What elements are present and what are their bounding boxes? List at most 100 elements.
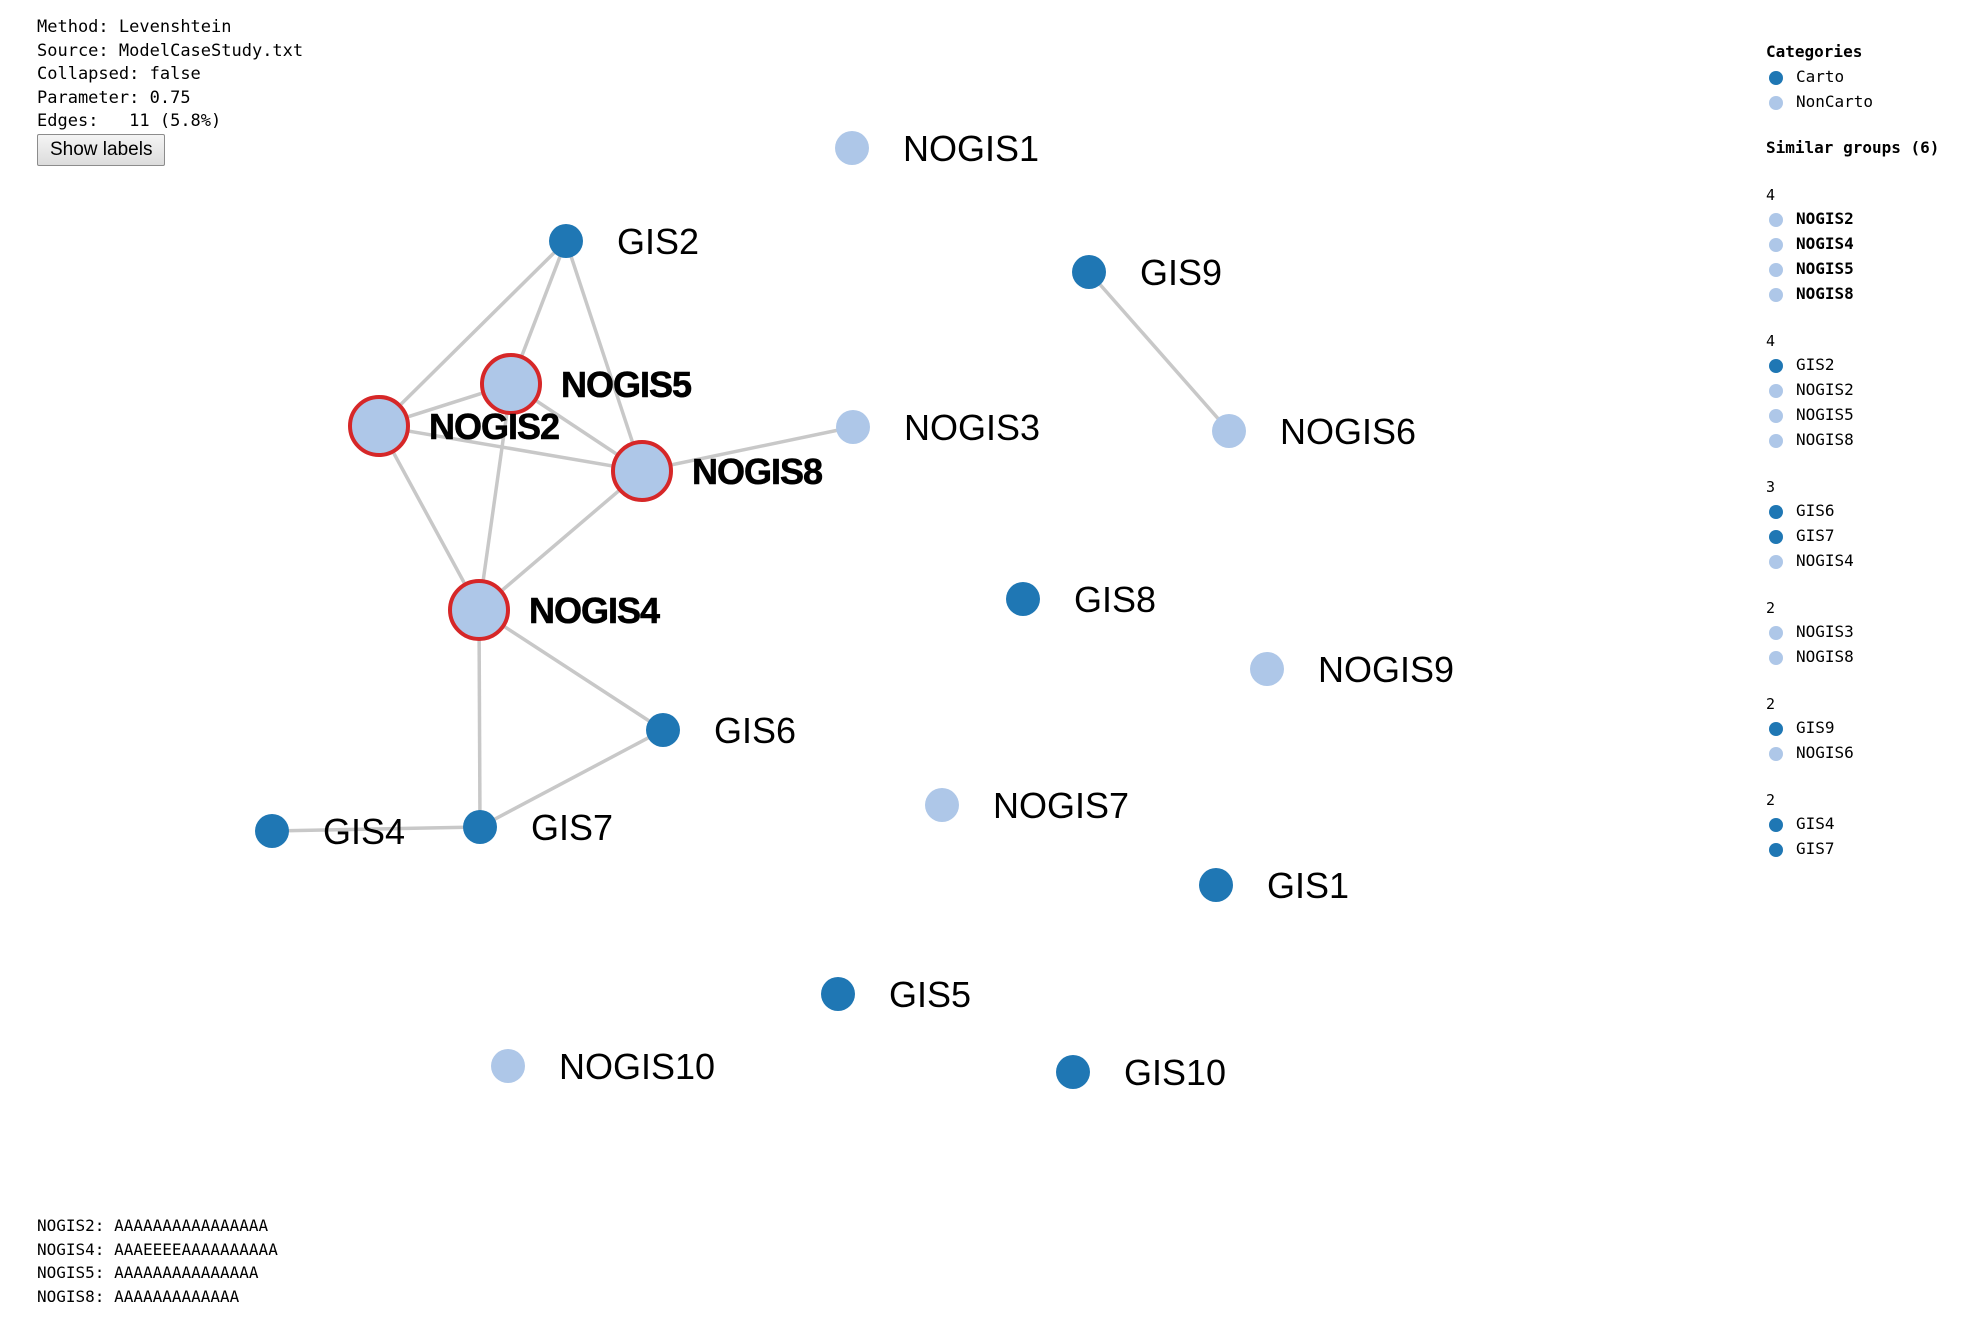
legend-item-label: NOGIS8 bbox=[1796, 647, 1854, 666]
info-key: Collapsed bbox=[37, 64, 130, 84]
legend-dot-icon bbox=[1769, 555, 1783, 569]
legend-item-gis6[interactable]: GIS6 bbox=[1766, 498, 1939, 523]
node-nogis8[interactable]: NOGIS8 bbox=[611, 440, 823, 502]
legend-item-label: NOGIS5 bbox=[1796, 405, 1854, 424]
node-circle[interactable] bbox=[1072, 255, 1106, 289]
node-circle[interactable] bbox=[255, 814, 289, 848]
node-nogis2[interactable]: NOGIS2 bbox=[348, 395, 560, 457]
node-nogis6[interactable]: NOGIS6 bbox=[1212, 411, 1416, 452]
legend-item-label: NOGIS4 bbox=[1796, 551, 1854, 570]
legend-item-gis4[interactable]: GIS4 bbox=[1766, 811, 1939, 836]
node-circle[interactable] bbox=[835, 131, 869, 165]
node-gis7[interactable]: GIS7 bbox=[463, 807, 613, 848]
node-gis1[interactable]: GIS1 bbox=[1199, 865, 1349, 906]
legend-item-label: GIS9 bbox=[1796, 718, 1835, 737]
node-circle[interactable] bbox=[549, 224, 583, 258]
node-label: NOGIS2 bbox=[429, 406, 559, 447]
edge-gis2-nogis2 bbox=[377, 239, 568, 428]
legend-dot-icon bbox=[1769, 96, 1783, 110]
legend-item-nogis3[interactable]: NOGIS3 bbox=[1766, 619, 1939, 644]
legend-item-nogis4[interactable]: NOGIS4 bbox=[1766, 231, 1939, 256]
legend-item-nogis4[interactable]: NOGIS4 bbox=[1766, 548, 1939, 573]
node-label: NOGIS1 bbox=[903, 128, 1039, 169]
sequence-value: AAAAAAAAAAAAA bbox=[114, 1286, 240, 1306]
node-circle[interactable] bbox=[1006, 582, 1040, 616]
group-size: 2 bbox=[1766, 695, 1776, 713]
node-nogis4[interactable]: NOGIS4 bbox=[448, 579, 661, 641]
info-row-parameter: Parameter: 0.75 bbox=[37, 87, 191, 108]
node-gis9[interactable]: GIS9 bbox=[1072, 252, 1222, 293]
node-circle[interactable] bbox=[1199, 868, 1233, 902]
edge-nogis8-nogis3 bbox=[641, 425, 854, 473]
node-circle[interactable] bbox=[821, 977, 855, 1011]
node-label: GIS4 bbox=[323, 811, 405, 852]
legend-item-nogis8[interactable]: NOGIS8 bbox=[1766, 644, 1939, 669]
show-labels-button[interactable]: Show labels bbox=[37, 134, 166, 166]
legend-item-nogis2[interactable]: NOGIS2 bbox=[1766, 377, 1939, 402]
node-circle[interactable] bbox=[1212, 414, 1246, 448]
node-gis4[interactable]: GIS4 bbox=[255, 811, 405, 852]
legend-item-gis9[interactable]: GIS9 bbox=[1766, 715, 1939, 740]
legend-item-carto[interactable]: Carto bbox=[1766, 64, 1939, 89]
edge-nogis4-gis6 bbox=[478, 608, 664, 732]
legend-item-label: GIS6 bbox=[1796, 501, 1835, 520]
legend-item-nogis2[interactable]: NOGIS2 bbox=[1766, 206, 1939, 231]
node-gis2[interactable]: GIS2 bbox=[549, 221, 699, 262]
node-nogis10[interactable]: NOGIS10 bbox=[491, 1046, 715, 1087]
node-circle[interactable] bbox=[1250, 652, 1284, 686]
sequence-value: AAAEEEEAAAAAAAAAA bbox=[114, 1239, 278, 1259]
node-circle[interactable] bbox=[925, 788, 959, 822]
legend-dot-icon bbox=[1769, 747, 1783, 761]
node-nogis5[interactable]: NOGIS5 bbox=[480, 353, 693, 415]
legend-item-nogis6[interactable]: NOGIS6 bbox=[1766, 740, 1939, 765]
node-circle[interactable] bbox=[646, 713, 680, 747]
legend-item-noncarto[interactable]: NonCarto bbox=[1766, 89, 1939, 114]
node-circle[interactable] bbox=[480, 353, 542, 415]
node-circle[interactable] bbox=[463, 810, 497, 844]
legend-item-nogis5[interactable]: NOGIS5 bbox=[1766, 256, 1939, 281]
node-circle[interactable] bbox=[348, 395, 410, 457]
legend-item-nogis8[interactable]: NOGIS8 bbox=[1766, 427, 1939, 452]
legend-item-label: NOGIS8 bbox=[1796, 284, 1854, 303]
node-label: NOGIS6 bbox=[1280, 411, 1416, 452]
legend-dot-icon bbox=[1769, 409, 1783, 423]
legend-dot-icon bbox=[1769, 843, 1783, 857]
node-circle[interactable] bbox=[1056, 1055, 1090, 1089]
node-gis8[interactable]: GIS8 bbox=[1006, 579, 1156, 620]
node-circle[interactable] bbox=[611, 440, 673, 502]
legend-item-label: GIS2 bbox=[1796, 355, 1835, 374]
node-gis6[interactable]: GIS6 bbox=[646, 710, 796, 751]
node-circle[interactable] bbox=[448, 579, 510, 641]
legend-item-nogis8[interactable]: NOGIS8 bbox=[1766, 281, 1939, 306]
legend-dot-icon bbox=[1769, 213, 1783, 227]
legend-item-gis2[interactable]: GIS2 bbox=[1766, 352, 1939, 377]
node-circle[interactable] bbox=[836, 410, 870, 444]
edge-gis6-gis7 bbox=[479, 728, 664, 829]
legend-item-label: GIS7 bbox=[1796, 839, 1835, 858]
legend-item-gis7[interactable]: GIS7 bbox=[1766, 523, 1939, 548]
node-label: NOGIS7 bbox=[993, 785, 1129, 826]
node-gis5[interactable]: GIS5 bbox=[821, 974, 971, 1015]
legend-dot-icon bbox=[1769, 626, 1783, 640]
similar-groups-heading: Similar groups (6) bbox=[1766, 138, 1940, 157]
sequence-row: NOGIS5: AAAAAAAAAAAAAAA bbox=[37, 1263, 259, 1282]
info-key: Source bbox=[37, 40, 99, 61]
group-size: 4 bbox=[1766, 186, 1776, 204]
legend-item-nogis5[interactable]: NOGIS5 bbox=[1766, 402, 1939, 427]
node-circle[interactable] bbox=[491, 1049, 525, 1083]
node-nogis3[interactable]: NOGIS3 bbox=[836, 407, 1040, 448]
node-label: GIS8 bbox=[1074, 579, 1156, 620]
node-gis10[interactable]: GIS10 bbox=[1056, 1052, 1226, 1093]
node-nogis7[interactable]: NOGIS7 bbox=[925, 785, 1129, 826]
legend-item-label: Carto bbox=[1796, 67, 1845, 86]
node-nogis1[interactable]: NOGIS1 bbox=[835, 128, 1039, 169]
legend-item-label: NOGIS4 bbox=[1796, 234, 1854, 253]
node-nogis9[interactable]: NOGIS9 bbox=[1250, 649, 1454, 690]
node-label: GIS9 bbox=[1140, 252, 1222, 293]
legend-item-gis7[interactable]: GIS7 bbox=[1766, 836, 1939, 861]
